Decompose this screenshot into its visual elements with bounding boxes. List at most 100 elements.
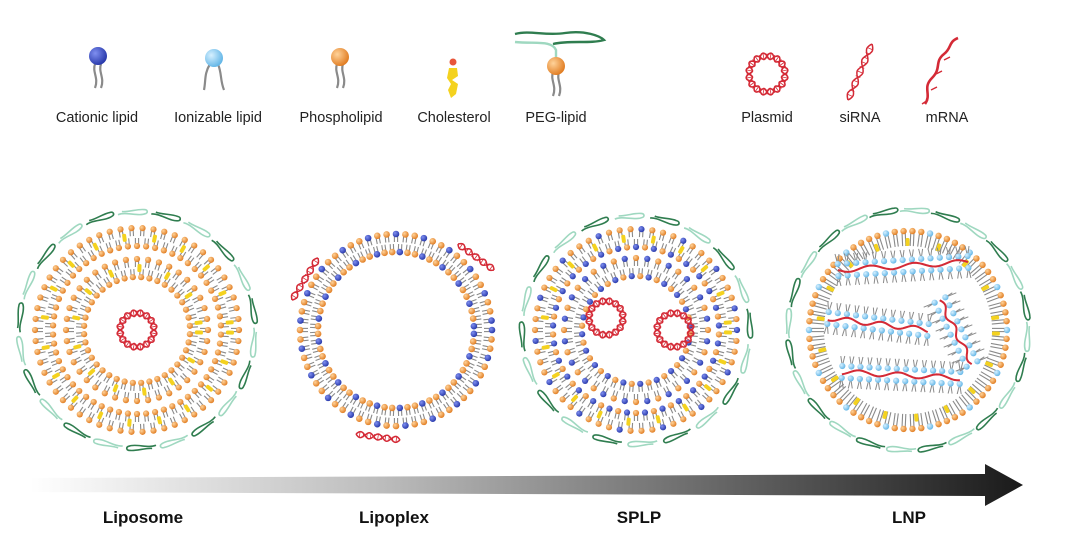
- phospholipid-lipid: [604, 243, 613, 255]
- cationic-lipid: [632, 239, 640, 251]
- phospholipid-lipid: [321, 366, 333, 377]
- cholesterol-molecule: [981, 284, 990, 292]
- phospholipid-lipid: [203, 374, 215, 384]
- phospholipid-lipid: [445, 264, 456, 276]
- ionizable-lipid: [951, 355, 966, 364]
- peg-chain: [1019, 291, 1031, 321]
- peg-chain: [592, 434, 622, 445]
- phospholipid-lipid: [694, 249, 705, 261]
- phospholipid-lipid: [559, 392, 570, 403]
- ionizable-lipid: [925, 313, 933, 328]
- ionizable-lipid: [911, 378, 918, 392]
- cationic-lipid: [661, 276, 671, 288]
- phospholipid-lipid: [610, 390, 619, 402]
- cationic-lipid: [692, 294, 704, 303]
- phospholipid-lipid: [648, 227, 656, 239]
- ionizable-lipid: [872, 270, 879, 284]
- ionizable-lipid: [875, 357, 882, 371]
- ionizable-lipid: [936, 247, 943, 261]
- peg-chain: [712, 247, 735, 271]
- phospholipid-lipid: [150, 422, 157, 434]
- ionizable-lipid: [956, 380, 963, 395]
- peg-chain: [917, 441, 947, 453]
- phospholipid-lipid: [650, 407, 658, 420]
- phospholipid-lipid: [297, 336, 309, 343]
- ionizable-lipid: [890, 269, 898, 283]
- phospholipid-lipid: [865, 406, 877, 425]
- ionizable-lipid: [942, 292, 957, 301]
- phospholipid-lipid: [874, 232, 885, 251]
- phospholipid-lipid: [637, 268, 644, 280]
- phospholipid-lipid: [623, 239, 631, 251]
- phospholipid-lipid: [304, 361, 316, 371]
- cholesterol-molecule: [71, 395, 79, 403]
- cationic-lipid: [601, 372, 611, 384]
- cholesterol-molecule: [816, 316, 825, 321]
- phospholipid-lipid: [169, 245, 178, 257]
- phospholipid-lipid: [579, 392, 589, 404]
- ionizable-lipid: [843, 253, 851, 267]
- cationic-lipid: [466, 299, 478, 308]
- phospholipid-lipid: [653, 390, 662, 402]
- phospholipid-lipid: [318, 384, 330, 395]
- cationic-lipid: [628, 268, 635, 280]
- phospholipid-lipid: [857, 402, 871, 421]
- phospholipid-lipid: [192, 294, 204, 304]
- phospholipid-lipid: [32, 337, 44, 345]
- phospholipid-lipid: [115, 239, 123, 252]
- ionizable-lipid: [853, 252, 860, 266]
- phospholipid-lipid: [659, 243, 668, 255]
- ionizable-lipid: [935, 323, 950, 332]
- phospholipid-lipid: [411, 232, 419, 245]
- cationic-lipid: [637, 380, 644, 392]
- ionizable-lipid: [843, 304, 851, 318]
- cholesterol-molecule: [156, 416, 163, 425]
- ionizable-lipid: [852, 305, 860, 319]
- cationic-lipid: [679, 373, 691, 385]
- cationic-lipid: [568, 357, 580, 366]
- ionizable-lipid: [928, 267, 935, 281]
- cholesterol-molecule: [551, 372, 560, 379]
- phospholipid-lipid: [172, 379, 182, 391]
- phospholipid-lipid: [594, 367, 605, 379]
- phospholipid-lipid: [314, 352, 326, 361]
- phospholipid-lipid: [339, 401, 349, 414]
- plasmid-dna: [585, 297, 627, 339]
- phospholipid-lipid: [931, 232, 942, 251]
- peg-chain: [183, 221, 211, 238]
- ionizable-lipid: [880, 308, 887, 322]
- phospholipid-lipid: [857, 239, 871, 258]
- phospholipid-lipid: [547, 349, 560, 357]
- phospholipid-lipid: [667, 281, 678, 293]
- phospholipid-lipid: [419, 413, 428, 426]
- phospholipid-lipid: [151, 239, 159, 252]
- phospholipid-lipid: [139, 225, 146, 237]
- cholesterol-molecule: [991, 331, 1000, 336]
- ionizable-lipid: [893, 377, 900, 391]
- phospholipid-lipid: [63, 337, 76, 345]
- cationic-lipid: [298, 345, 311, 353]
- peg-chain: [1006, 263, 1024, 290]
- phospholipid-lipid: [168, 367, 179, 378]
- ionizable-lipid: [955, 246, 962, 260]
- ionizable-lipid: [825, 301, 833, 316]
- phospholipid-lipid: [180, 276, 191, 287]
- ionizable-lipid: [943, 339, 958, 348]
- phospholipid-lipid: [139, 423, 146, 435]
- phospholipid-lipid: [79, 255, 90, 267]
- phospholipid-lipid: [182, 347, 195, 356]
- phospholipid-lipid: [312, 345, 324, 353]
- phospholipid-lipid: [50, 357, 63, 367]
- phospholipid-lipid: [545, 331, 557, 338]
- phospholipid-lipid: [154, 272, 163, 285]
- cationic-lipid: [532, 337, 544, 345]
- phospholipid-lipid: [59, 393, 71, 404]
- phospholipid-lipid: [45, 312, 58, 320]
- cationic-lipid: [641, 409, 649, 421]
- cholesterol-molecule: [179, 245, 186, 253]
- phospholipid-lipid: [411, 415, 419, 428]
- phospholipid-lipid: [325, 277, 337, 287]
- ionizable-lipid: [856, 375, 863, 390]
- ionizable-lipid: [931, 315, 946, 324]
- phospholipid-lipid: [296, 326, 308, 334]
